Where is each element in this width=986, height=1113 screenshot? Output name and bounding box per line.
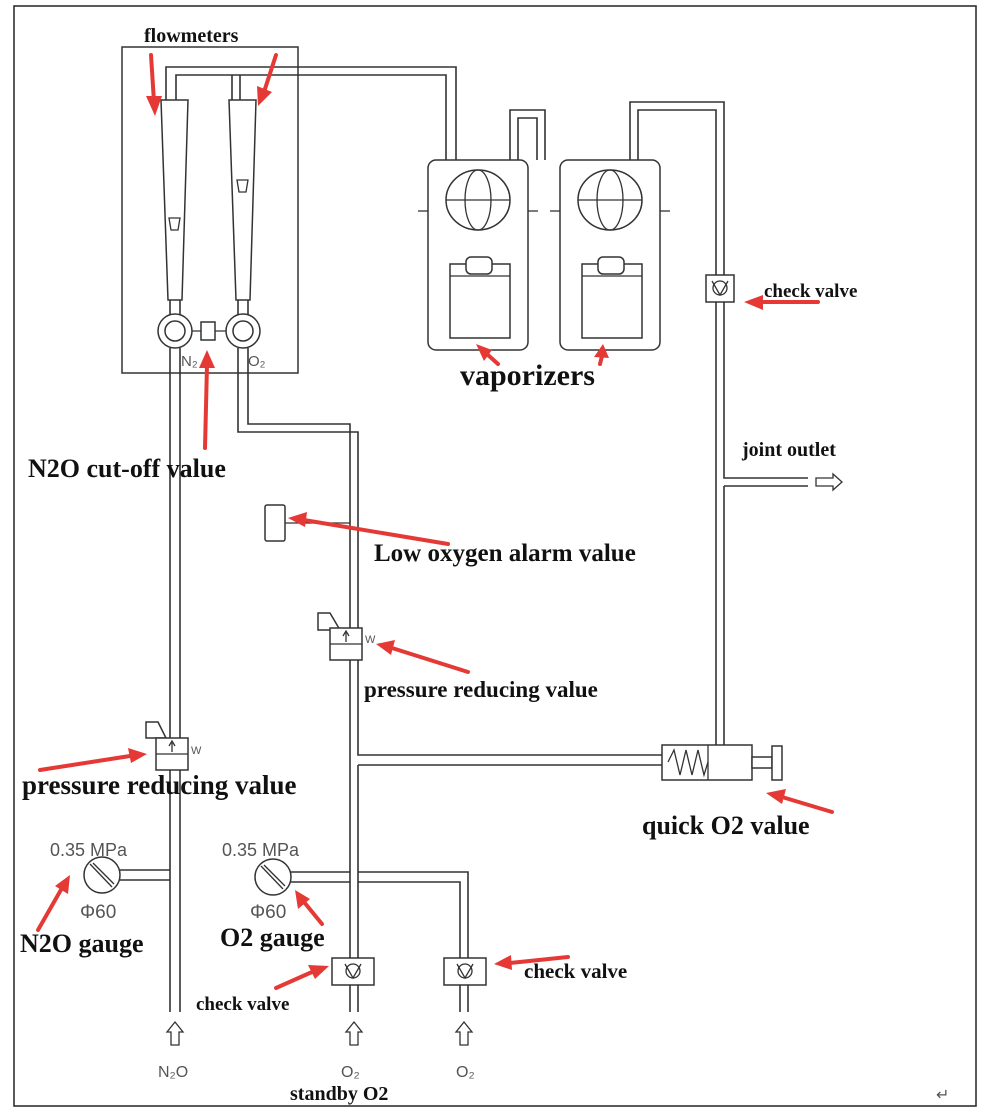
n2o-valve-mark: W (191, 745, 202, 757)
n2o-cutoff-label: N2O cut-off value (28, 454, 226, 483)
return-symbol: ↵ (936, 1087, 949, 1104)
standby-o2-inlet-arrow-icon (344, 1020, 364, 1046)
o2-inlet-arrow-icon (454, 1020, 474, 1046)
o2-valve-mark: W (365, 634, 376, 646)
vaporizer-1-icon[interactable] (418, 159, 538, 351)
check-valve-left-arrow-icon (274, 965, 329, 990)
n2o-gauge-pressure: 0.35 MPa (50, 840, 128, 860)
check-valve-top-icon (705, 274, 735, 303)
o2-gauge-branch (289, 871, 469, 958)
o2-gauge-arrow-icon (295, 890, 324, 926)
joint-outlet-arrow-icon (815, 472, 843, 492)
vaporizers-label: vaporizers (460, 359, 595, 392)
quick-o2-arrow-icon (766, 789, 834, 814)
n2o-gauge-icon[interactable] (83, 856, 121, 894)
n2o-pressure-reducing-valve-icon[interactable] (145, 721, 189, 771)
o2-gauge-label: O2 gauge (220, 923, 325, 952)
check-valve-top-label: check valve (764, 281, 857, 302)
o2-gauge-pressure: 0.35 MPa (222, 840, 300, 860)
o2-gauge-icon[interactable] (254, 858, 292, 896)
o2-inlet-label: O₂ (456, 1064, 475, 1081)
flowmeter-stems (169, 300, 249, 315)
check-valve-left-label: check valve (196, 994, 289, 1015)
n2o-flowmeter-tube (160, 99, 189, 301)
n2o-gauge-arrow-icon (36, 875, 70, 932)
check-valve-right-label: check valve (524, 959, 627, 983)
standby-o2-label: standby O2 (290, 1083, 388, 1105)
standby-o2-pipe (349, 875, 359, 1012)
pressure-reducing-n2o-arrow-icon (38, 748, 147, 772)
o2-supply-pipe (459, 985, 469, 1012)
n2o-cutoff-arrow-icon (199, 350, 215, 450)
n2o-main-pipe (169, 348, 181, 1012)
o2-mark: O₂ (248, 353, 266, 370)
check-valve-right-icon (443, 957, 487, 986)
check-valve-left-icon (331, 957, 375, 986)
vaporizer-2-icon[interactable] (550, 159, 670, 351)
check-valve-top-arrow-icon (744, 295, 820, 310)
o2-pressure-reducing-valve-icon[interactable] (317, 612, 363, 661)
low-oxygen-alarm-arrow-icon (288, 512, 450, 546)
n2o-flowmeter-float (168, 217, 181, 231)
low-oxygen-alarm-label: Low oxygen alarm value (374, 540, 636, 567)
flowmeters-label: flowmeters (144, 25, 239, 47)
annotation-arrows (36, 53, 834, 990)
quick-o2-valve-icon[interactable] (661, 744, 783, 781)
standby-o2-inlet-label: O₂ (341, 1064, 360, 1081)
n2-mark: N₂ (181, 353, 198, 370)
n2o-gauge-size: Φ60 (80, 902, 116, 923)
pressure-reducing-n2o-label: pressure reducing value (22, 770, 297, 800)
joint-outlet-label: joint outlet (741, 439, 836, 461)
n2o-gauge-branch (117, 869, 170, 881)
o2-flowmeter-tube (228, 99, 257, 301)
flowmeter-arrow-1-icon (146, 53, 162, 116)
low-oxygen-alarm-icon[interactable] (264, 504, 286, 542)
n2o-gauge-label: N2O gauge (20, 929, 144, 958)
n2o-inlet-arrow-icon (165, 1020, 185, 1046)
flowmeter-arrow-2-icon (257, 53, 278, 106)
right-main-pipe (715, 302, 808, 745)
vaporizer-outlet-pipe (629, 101, 725, 275)
pressure-reducing-o2-label: pressure reducing value (364, 677, 598, 702)
vaporizer-arrow-1-icon (476, 344, 500, 366)
top-manifold-pipe (165, 66, 457, 160)
diagram-frame (13, 5, 977, 1107)
n2o-cutoff-link-icon (192, 321, 226, 341)
o2-gauge-size: Φ60 (250, 902, 286, 923)
vaporizer-arrow-2-icon (594, 344, 609, 366)
quick-o2-label: quick O2 value (642, 811, 810, 840)
o2-needle-valve-icon[interactable] (225, 313, 261, 349)
o2-flowmeter-float (236, 179, 249, 193)
check-valve-right-arrow-icon (494, 955, 570, 970)
n2o-inlet-label: N₂O (158, 1064, 188, 1081)
n2o-needle-valve-icon[interactable] (157, 313, 193, 349)
pressure-reducing-o2-arrow-icon (376, 640, 470, 674)
o2-main-pipe (237, 348, 662, 878)
vaporizer-link-pipe (509, 109, 546, 160)
